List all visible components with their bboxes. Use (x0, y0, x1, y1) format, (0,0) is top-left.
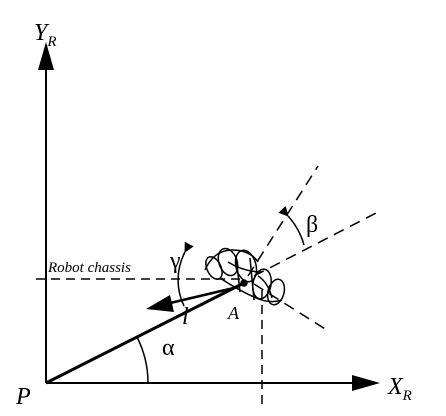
chassis-label: Robot chassis (47, 260, 131, 276)
gamma-label: γ (169, 248, 181, 274)
point-a-label: A (227, 303, 240, 323)
y-axis-label: YR (34, 20, 57, 50)
vector-l (45, 281, 245, 385)
alpha-label: α (162, 335, 175, 361)
beta-arc (278, 205, 305, 246)
origin-label: P (15, 384, 31, 410)
wheel-sketch (204, 247, 286, 306)
wheel-axis-upper (247, 165, 319, 277)
x-axis-arrowhead (352, 375, 380, 391)
alpha-arc (136, 336, 149, 384)
y-axis-arrowhead (38, 42, 54, 70)
chassis-axis-extension (253, 211, 379, 277)
wheel-heading-arrowhead (146, 295, 174, 312)
beta-label: β (306, 212, 318, 238)
length-label: l (182, 304, 189, 330)
wheel-axis-lower (253, 283, 331, 333)
wheel-heading-arrow (165, 285, 239, 306)
x-axis-label: XR (387, 374, 412, 404)
